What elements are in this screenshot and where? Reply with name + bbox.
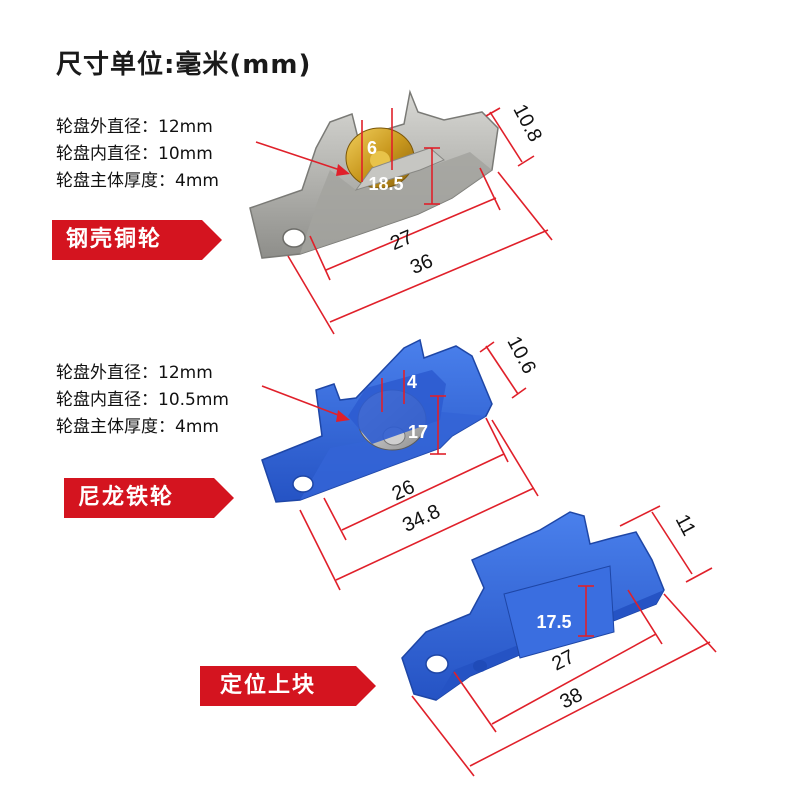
locating-pin bbox=[473, 660, 487, 672]
steel-housing-wheel bbox=[249, 89, 499, 259]
dim-label-wheel-width: 4 bbox=[407, 372, 417, 392]
spec-inner-diameter: 轮盘内直径：10.5mm bbox=[56, 390, 229, 410]
callout-arrowhead bbox=[336, 164, 350, 176]
tag-arrow-shape bbox=[200, 666, 376, 706]
spec-outer-diameter: 轮盘外直径：12mm bbox=[56, 363, 213, 383]
dim-label-depth: 11 bbox=[671, 511, 700, 540]
nylon-housing-wheel bbox=[261, 338, 493, 503]
dim-label-height: 17 bbox=[408, 422, 428, 442]
tag-arrow-shape bbox=[64, 478, 234, 518]
tag-label: 尼龙铁轮 bbox=[78, 485, 175, 510]
nylon-side-plate bbox=[348, 370, 446, 444]
steel-housing-front-face bbox=[300, 152, 492, 254]
nylon-housing-front-face bbox=[300, 412, 486, 500]
mounting-hole bbox=[425, 654, 449, 674]
positioning-block bbox=[401, 511, 665, 701]
tag-arrow-shape bbox=[52, 220, 222, 260]
specs-nylon-wheel: 轮盘外直径：12mm 轮盘内直径：10.5mm 轮盘主体厚度：4mm bbox=[56, 360, 229, 441]
dim-label-depth: 10.6 bbox=[502, 333, 540, 378]
dimension-lines-block bbox=[411, 505, 717, 777]
dim-label-depth: 10.8 bbox=[508, 101, 546, 146]
callout-arrowhead bbox=[336, 410, 350, 422]
dim-label-wheel-width: 6 bbox=[367, 138, 377, 158]
spec-inner-diameter: 轮盘内直径：10mm bbox=[56, 144, 213, 164]
dim-label-outer-length: 34.8 bbox=[399, 500, 444, 536]
specs-steel-wheel: 轮盘外直径：12mm 轮盘内直径：10mm 轮盘主体厚度：4mm bbox=[56, 114, 219, 195]
spec-thickness: 轮盘主体厚度：4mm bbox=[56, 171, 219, 191]
spec-outer-diameter: 轮盘外直径：12mm bbox=[56, 117, 213, 137]
dim-label-inner-length: 27 bbox=[387, 226, 416, 255]
tag-label: 定位上块 bbox=[220, 673, 317, 698]
page-title: 尺寸单位:毫米(mm) bbox=[56, 50, 312, 80]
dim-label-inner-length: 26 bbox=[389, 476, 418, 505]
spec-thickness: 轮盘主体厚度：4mm bbox=[56, 417, 219, 437]
mounting-hole bbox=[282, 228, 306, 248]
dimension-lines-nylon bbox=[261, 341, 539, 591]
dim-label-outer-length: 36 bbox=[407, 250, 436, 279]
steel-side-plate bbox=[354, 147, 445, 191]
dimension-lines-steel bbox=[255, 107, 553, 335]
mounting-hole bbox=[292, 475, 314, 493]
dim-label-height: 18.5 bbox=[368, 174, 403, 194]
tag-label: 钢壳铜轮 bbox=[66, 227, 163, 252]
dim-label-height: 17.5 bbox=[536, 612, 571, 632]
dim-label-inner-length: 27 bbox=[548, 646, 578, 676]
